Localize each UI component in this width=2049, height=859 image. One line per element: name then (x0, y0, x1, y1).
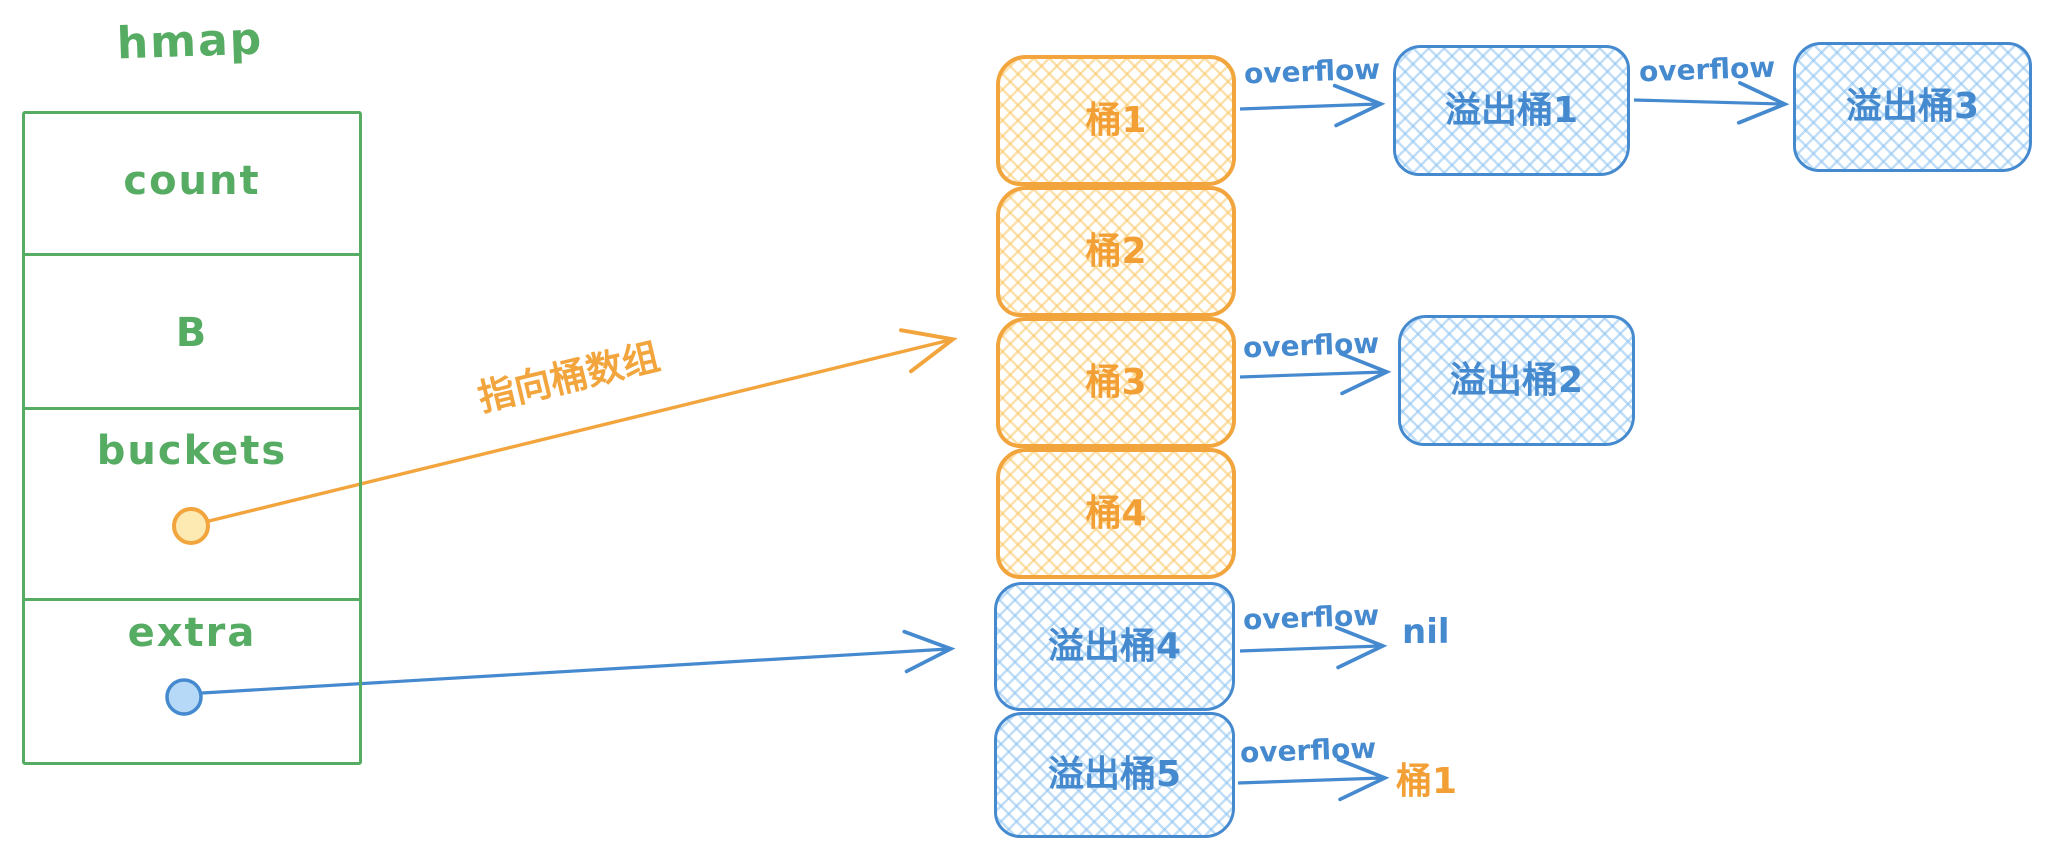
bucket-node-1: 桶1 (996, 55, 1236, 186)
overflow-bucket-node-1: 溢出桶1 (1393, 45, 1630, 176)
bucket-node-4: 桶4 (996, 448, 1236, 579)
extra-pointer-dot (165, 678, 203, 716)
row-divider (25, 407, 359, 410)
overflow-label-overflow1: overflow (1638, 50, 1776, 89)
hmap-field-count: count (123, 158, 261, 204)
overflow-label-bucket1: overflow (1243, 52, 1381, 91)
overflow-label-overflow4: overflow (1242, 598, 1380, 637)
hmap-field-extra: extra (127, 610, 257, 656)
edge-bucket3-to-overflow2 (1239, 351, 1392, 396)
edge-overflow5-to-bucket1 (1237, 757, 1390, 802)
overflow-bucket-node-5: 溢出桶5 (994, 712, 1235, 838)
hmap-field-B: B (175, 310, 209, 356)
overflow-bucket-node-1-label: 溢出桶1 (1444, 89, 1579, 131)
row-divider (25, 598, 359, 601)
bucket-node-3: 桶3 (996, 317, 1236, 448)
overflow-bucket-node-4-label: 溢出桶4 (1047, 625, 1182, 667)
overflow-bucket-node-4: 溢出桶4 (994, 582, 1235, 711)
hmap-struct-box: count B buckets extra (22, 111, 362, 765)
bucket-node-4-label: 桶4 (1085, 492, 1147, 534)
edge-overflow4-to-nil (1239, 625, 1388, 670)
bucket1-ref-label: 桶1 (1396, 761, 1458, 802)
overflow-label-overflow5: overflow (1239, 731, 1377, 770)
bucket-node-3-label: 桶3 (1085, 361, 1147, 403)
overflow-bucket-node-3-label: 溢出桶3 (1845, 86, 1980, 127)
overflow-label-bucket3: overflow (1242, 326, 1380, 365)
nil-label: nil (1402, 612, 1450, 652)
row-divider (25, 253, 359, 256)
hmap-field-buckets: buckets (96, 428, 288, 474)
overflow-bucket-node-5-label: 溢出桶5 (1047, 754, 1182, 795)
edge-extra-to-overflow4 (201, 629, 956, 695)
buckets-pointer-dot (172, 507, 210, 545)
hmap-title: hmap (115, 13, 265, 70)
edge-overflow1-to-overflow3 (1633, 81, 1790, 125)
overflow-bucket-node-2: 溢出桶2 (1398, 315, 1635, 446)
bucket-node-2-label: 桶2 (1085, 230, 1147, 272)
bucket-node-1-label: 桶1 (1085, 99, 1147, 141)
overflow-bucket-node-2-label: 溢出桶2 (1449, 359, 1584, 401)
overflow-bucket-node-3: 溢出桶3 (1793, 42, 2032, 172)
edge-buckets-to-bucket-array (208, 328, 958, 523)
bucket-node-2: 桶2 (996, 186, 1236, 317)
edge-bucket1-to-overflow1 (1239, 83, 1386, 128)
